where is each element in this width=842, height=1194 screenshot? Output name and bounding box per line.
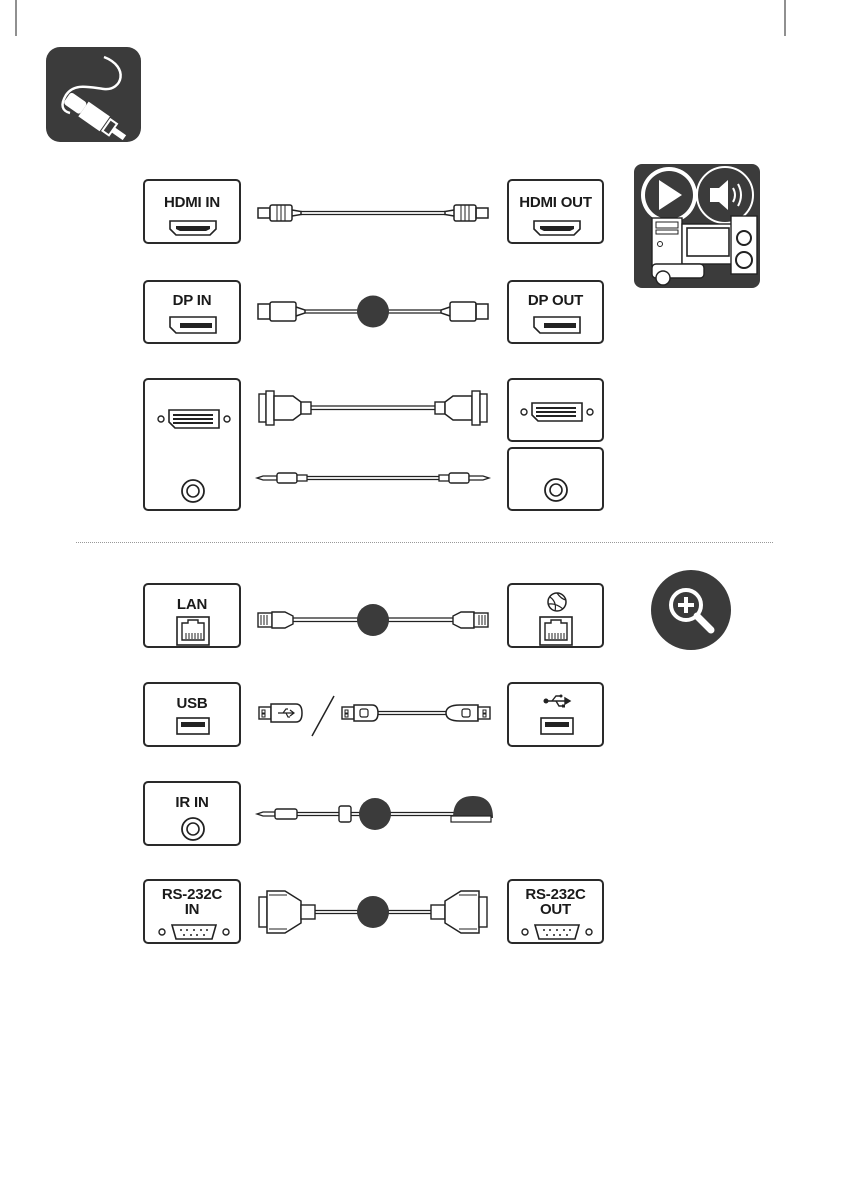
rs232c-in-port: RS-232C IN <box>143 879 241 944</box>
ir-jack-icon <box>180 816 206 842</box>
rs232c-out-port: RS-232C OUT <box>507 879 604 944</box>
audio-jack-icon <box>543 477 569 503</box>
lan-cable <box>255 603 491 637</box>
cable-plug-icon <box>46 47 141 142</box>
audio-jack-icon <box>180 478 206 504</box>
ethernet-socket-icon <box>176 616 210 646</box>
usb-symbol-icon <box>543 693 573 709</box>
audio-cable <box>255 468 491 488</box>
usb-socket-icon <box>176 717 210 735</box>
dvi-socket-icon <box>520 401 594 423</box>
hdmi-socket-icon <box>169 220 217 236</box>
displayport-cable <box>255 295 491 329</box>
dvi-cable <box>255 388 491 428</box>
av-devices-icon <box>634 164 760 288</box>
rs232c-in-label: RS-232C IN <box>145 887 239 917</box>
dp-out-label: DP OUT <box>509 293 602 308</box>
dp-in-label: DP IN <box>145 293 239 308</box>
dsub-9pin-socket-icon <box>157 923 231 941</box>
lan-label: LAN <box>145 597 239 612</box>
ir-in-port: IR IN <box>143 781 241 846</box>
zoom-in-icon <box>651 570 731 650</box>
dp-out-port: DP OUT <box>507 280 604 344</box>
hdmi-out-port: HDMI OUT <box>507 179 604 244</box>
lan-port: LAN <box>143 583 241 648</box>
dvi-audio-in-port <box>143 378 241 511</box>
hdmi-in-label: HDMI IN <box>145 195 239 210</box>
hdmi-socket-icon <box>533 220 581 236</box>
usb-flash-drive <box>256 700 304 726</box>
usb-label: USB <box>145 696 239 711</box>
dsub-9pin-socket-icon <box>520 923 594 941</box>
usb-port: USB <box>143 682 241 747</box>
dp-in-port: DP IN <box>143 280 241 344</box>
displayport-socket-icon <box>533 316 581 334</box>
ir-in-label: IR IN <box>145 795 239 810</box>
rs232c-cable <box>255 887 491 937</box>
usb-cable <box>340 700 492 726</box>
displayport-socket-icon <box>169 316 217 334</box>
hdmi-cable <box>255 199 491 229</box>
hdmi-out-label: HDMI OUT <box>509 195 602 210</box>
section-separator <box>76 542 773 543</box>
dvi-out-port <box>507 378 604 442</box>
usb-socket-icon <box>540 717 574 735</box>
globe-icon <box>546 591 568 613</box>
dvi-socket-icon <box>157 408 231 430</box>
rs232c-out-label: RS-232C OUT <box>509 887 602 917</box>
audio-out-port <box>507 447 604 511</box>
ir-receiver-cable <box>255 790 495 834</box>
lan-network-port <box>507 583 604 648</box>
ethernet-socket-icon <box>539 616 573 646</box>
usb-device-port <box>507 682 604 747</box>
hdmi-in-port: HDMI IN <box>143 179 241 244</box>
slash-divider <box>310 694 336 738</box>
